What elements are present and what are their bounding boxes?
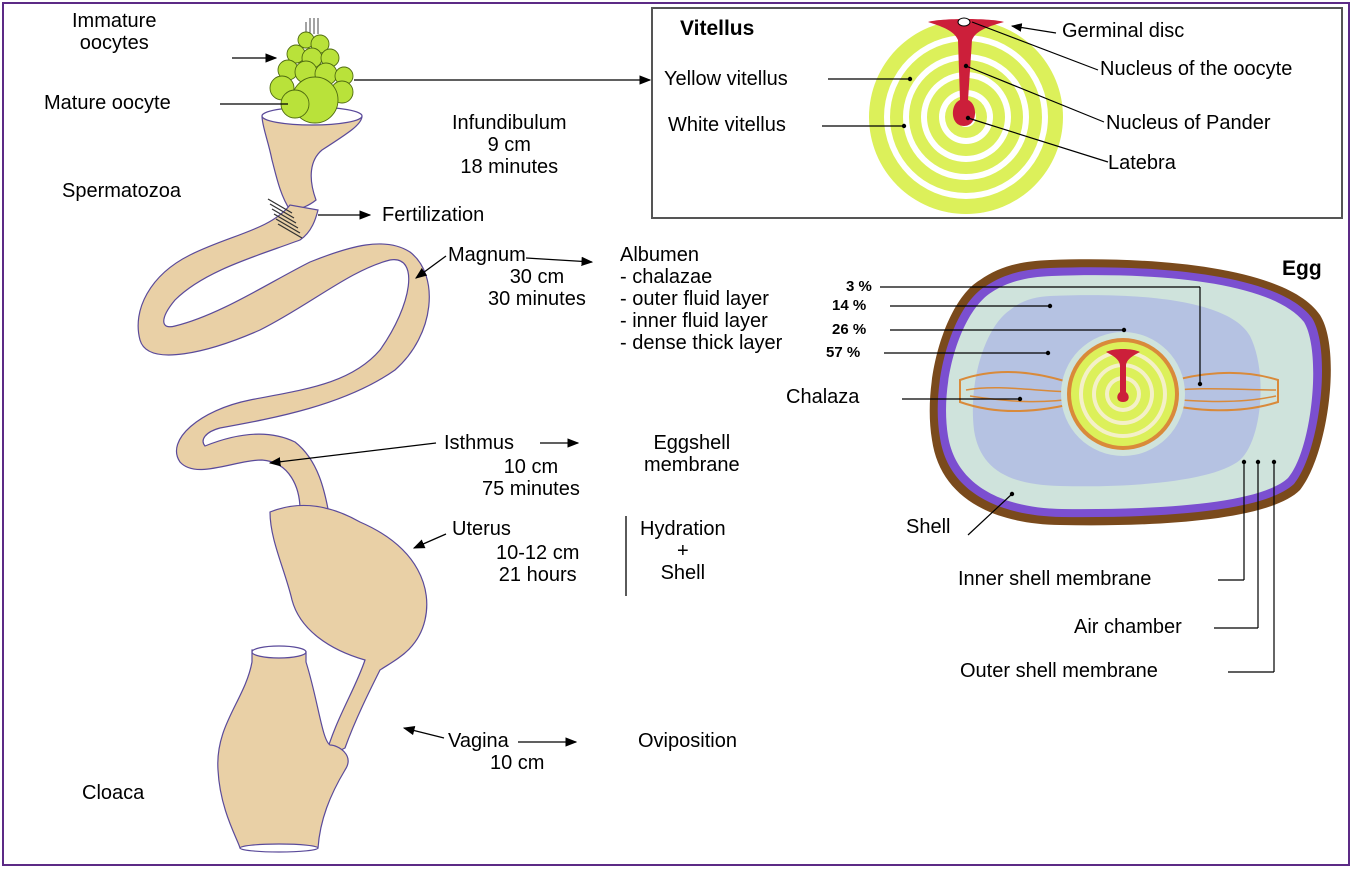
- cloaca: [218, 650, 348, 848]
- albumen-pct-chalazae: 3 %: [846, 278, 872, 295]
- label-shell: Shell: [906, 516, 950, 538]
- label-uterus: Uterus: [452, 518, 511, 540]
- label-chalaza: Chalaza: [786, 386, 859, 408]
- label-vagina-stats: 10 cm: [490, 752, 544, 774]
- label-nucleus-oocyte: Nucleus of the oocyte: [1100, 58, 1292, 80]
- label-infundibulum: Infundibulum 9 cm 18 minutes: [452, 112, 567, 178]
- label-yellow-vitellus: Yellow vitellus: [664, 68, 788, 90]
- albumen-pct-outer-fluid: 14 %: [832, 297, 866, 314]
- label-isthmus: Isthmus: [444, 432, 514, 454]
- arrow-magnum-albumen: [526, 258, 592, 262]
- label-magnum: Magnum: [448, 244, 526, 266]
- egg-title: Egg: [1282, 258, 1322, 280]
- label-eggshell-membrane: Eggshell membrane: [644, 432, 740, 476]
- label-vagina: Vagina: [448, 730, 509, 752]
- cloaca-opening-bottom: [240, 844, 318, 852]
- albumen-pct-dense-thick: 57 %: [826, 344, 860, 361]
- label-uterus-stats: 10-12 cm 21 hours: [496, 542, 579, 586]
- label-white-vitellus: White vitellus: [668, 114, 786, 136]
- vitellus-diagram: [869, 18, 1063, 214]
- oocyte-cluster: [270, 18, 353, 123]
- label-air-chamber: Air chamber: [1074, 616, 1182, 638]
- label-hydration-shell: Hydration + Shell: [640, 518, 726, 584]
- albumen-pct-inner-fluid: 26 %: [832, 321, 866, 338]
- egg-diagram: [930, 259, 1331, 525]
- label-nucleus-pander: Nucleus of Pander: [1106, 112, 1271, 134]
- label-isthmus-stats: 10 cm 75 minutes: [482, 456, 580, 500]
- label-cloaca: Cloaca: [82, 782, 144, 804]
- label-magnum-stats: 30 cm 30 minutes: [488, 266, 586, 310]
- vitellus-title: Vitellus: [680, 18, 754, 40]
- cloaca-opening-top: [252, 646, 306, 658]
- label-spermatozoa: Spermatozoa: [62, 180, 181, 202]
- nucleus-oocyte-dot: [958, 18, 970, 26]
- label-outer-shell-membrane: Outer shell membrane: [960, 660, 1158, 682]
- magnum-coil: [138, 205, 429, 520]
- arrow-uterus-pointer: [414, 534, 446, 548]
- label-albumen: Albumen - chalazae - outer fluid layer -…: [620, 244, 782, 354]
- label-latebra: Latebra: [1108, 152, 1176, 174]
- label-immature-oocytes: Immature oocytes: [72, 10, 156, 54]
- label-oviposition: Oviposition: [638, 730, 737, 752]
- arrow-vagina-pointer: [404, 728, 444, 738]
- label-fertilization: Fertilization: [382, 204, 484, 226]
- label-inner-shell-membrane: Inner shell membrane: [958, 568, 1151, 590]
- label-mature-oocyte: Mature oocyte: [44, 92, 171, 114]
- label-germinal-disc: Germinal disc: [1062, 20, 1184, 42]
